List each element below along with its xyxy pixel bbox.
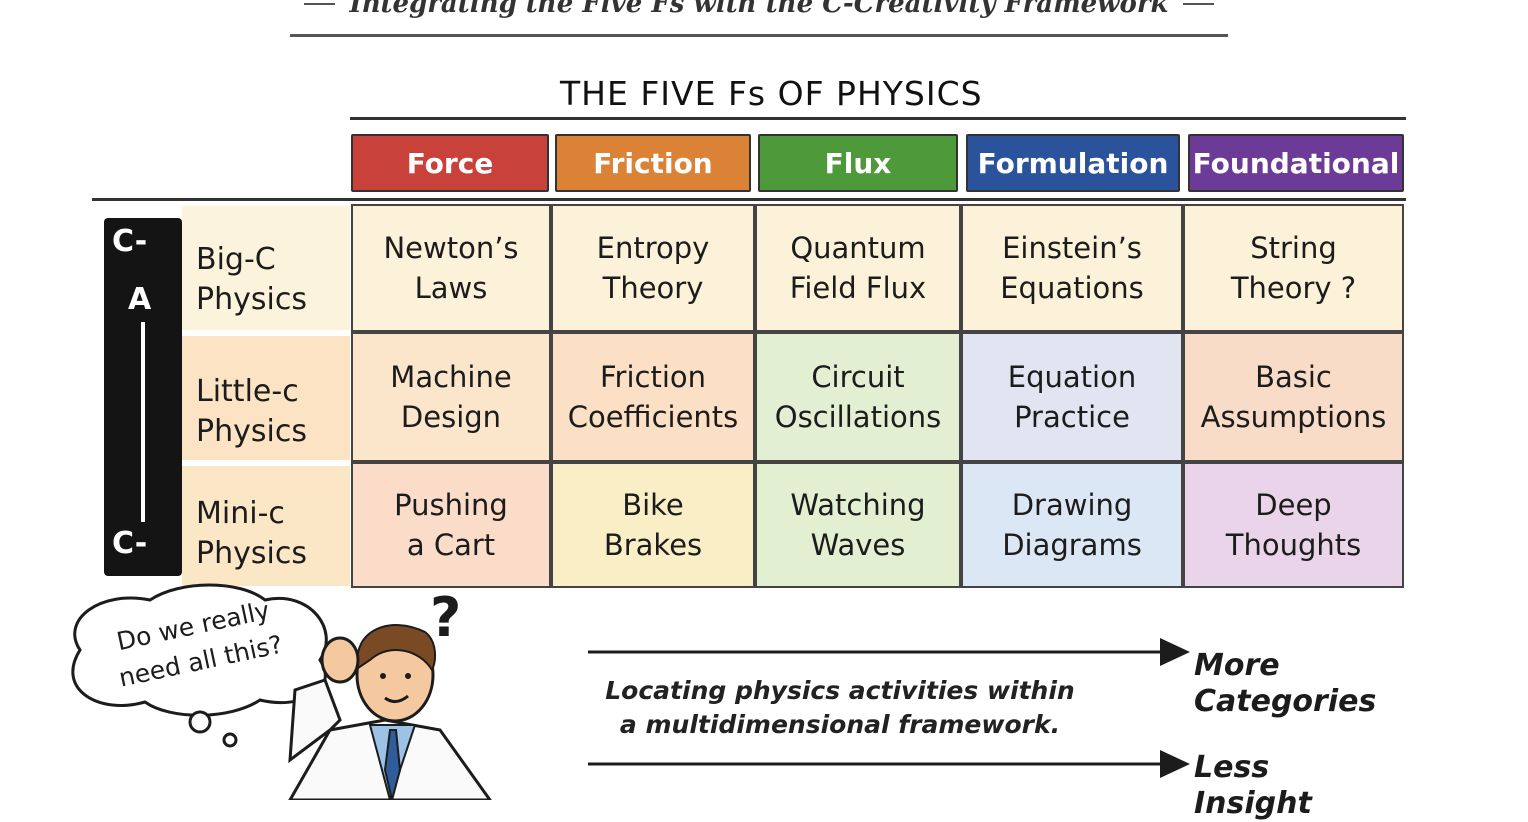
top-arrow-head <box>1160 638 1190 666</box>
banner-rule-right <box>1182 3 1215 5</box>
grid-cell: Newton’s Laws <box>351 204 551 332</box>
raised-arm <box>288 678 342 764</box>
banner: Integrating the Five Fs with the C-Creat… <box>290 0 1228 22</box>
grid-cell: Friction Coefficients <box>551 332 755 462</box>
row-label-bg-mini <box>182 466 350 586</box>
scale-top-label: C- <box>112 224 148 259</box>
scale-middle-label: A <box>128 282 152 317</box>
question-mark: ? <box>430 586 462 649</box>
column-header-flux: Flux <box>758 134 958 192</box>
row-label-big-c: Big-C Physics <box>196 242 307 317</box>
scale-bottom-label: C- <box>112 526 148 561</box>
bottom-arrow-head <box>1160 750 1190 778</box>
bubble-dot-large <box>188 710 212 734</box>
grid-cell: Machine Design <box>351 332 551 462</box>
grid-cell: Deep Thoughts <box>1183 462 1404 588</box>
row-label-little-c: Little-c Physics <box>196 374 307 449</box>
banner-rule-left <box>304 3 336 5</box>
grid-cell: Pushing a Cart <box>351 462 551 588</box>
column-header-formulation: Formulation <box>966 134 1180 192</box>
scale-line <box>141 322 145 522</box>
scientist-illustration <box>71 583 492 800</box>
grid-cell: Einstein’s Equations <box>961 204 1183 332</box>
grid-top-rule <box>92 198 1406 201</box>
title-rule <box>350 117 1406 120</box>
left-eye <box>380 673 386 679</box>
right-eye <box>405 673 411 679</box>
grid-cell: Watching Waves <box>755 462 961 588</box>
grid-cell: Quantum Field Flux <box>755 204 961 332</box>
mouth <box>384 694 409 703</box>
grid-cell: Bike Brakes <box>551 462 755 588</box>
row-label-mini-c: Mini-c Physics <box>196 496 307 571</box>
thought-bubble <box>71 583 328 717</box>
grid-cell: Entropy Theory <box>551 204 755 332</box>
hand <box>320 636 360 684</box>
grid-cell: Drawing Diagrams <box>961 462 1183 588</box>
diagram-title: THE FIVE Fs OF PHYSICS <box>560 74 983 113</box>
arrows <box>588 638 1190 778</box>
banner-underline <box>290 34 1228 37</box>
tie <box>383 729 402 800</box>
banner-text: Integrating the Five Fs with the C-Creat… <box>349 0 1169 19</box>
row-label-bg-big <box>182 206 350 330</box>
bubble-dot-small <box>222 732 238 748</box>
grid-cell: String Theory ? <box>1183 204 1404 332</box>
arrow-label-less-insight: Less Insight <box>1194 750 1312 821</box>
column-header-foundational: Foundational <box>1188 134 1404 192</box>
grid-cell: Basic Assumptions <box>1183 332 1404 462</box>
grid-cell: Circuit Oscillations <box>755 332 961 462</box>
column-header-force: Force <box>351 134 549 192</box>
grid-cell: Equation Practice <box>961 332 1183 462</box>
column-header-friction: Friction <box>555 134 751 192</box>
row-label-bg-little <box>182 336 350 460</box>
arrow-label-more-categories: More Categories <box>1194 648 1377 719</box>
caption: Locating physics activities within a mul… <box>605 676 1075 739</box>
hair <box>356 624 436 673</box>
